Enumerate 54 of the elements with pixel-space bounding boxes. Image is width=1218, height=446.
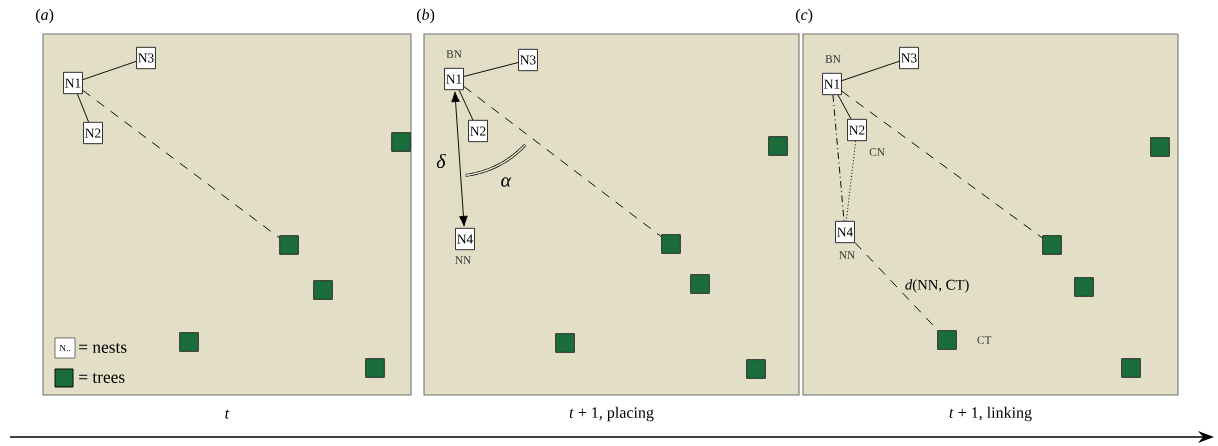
connector-line bbox=[76, 93, 90, 123]
connector-line bbox=[832, 94, 845, 222]
tree-square bbox=[690, 274, 710, 294]
panel-label: t + 1, linking bbox=[949, 406, 1032, 422]
legend-text: = trees bbox=[79, 373, 125, 383]
nest-box: N1 bbox=[822, 72, 842, 96]
node-tag: NN bbox=[839, 251, 855, 259]
connector-line bbox=[463, 86, 662, 238]
nest-box: N4 bbox=[835, 220, 855, 244]
nest-box: N1 bbox=[63, 71, 83, 95]
tree-square bbox=[1042, 235, 1062, 255]
tree-square bbox=[179, 332, 199, 352]
tree-square bbox=[313, 280, 333, 300]
nest-box: N2 bbox=[468, 119, 488, 143]
panel-label: t + 1, placing bbox=[569, 406, 654, 422]
node-tag: CT bbox=[977, 336, 992, 344]
tree-square bbox=[391, 132, 411, 152]
connector-line bbox=[463, 62, 519, 77]
connector-line bbox=[854, 242, 939, 331]
nest-box: N1 bbox=[444, 67, 464, 91]
nest-box: N2 bbox=[83, 121, 103, 145]
legend-sample: N.. bbox=[54, 337, 76, 359]
tree-square bbox=[768, 136, 788, 156]
tree-square bbox=[555, 333, 575, 353]
connector-line bbox=[458, 89, 474, 121]
connector-line bbox=[845, 140, 857, 222]
tree-square bbox=[1121, 358, 1141, 378]
tree-square bbox=[279, 235, 299, 255]
nest-box: N2 bbox=[847, 118, 867, 142]
connector-line bbox=[82, 60, 137, 81]
nest-box: N3 bbox=[518, 48, 538, 72]
node-tag: BN bbox=[446, 50, 462, 58]
tree-square bbox=[365, 358, 385, 378]
angle-symbol: α bbox=[501, 177, 512, 187]
panel-label: t bbox=[225, 409, 230, 419]
panel-label: (b) bbox=[417, 8, 435, 24]
node-tag: BN bbox=[825, 55, 841, 63]
node-tag: NN bbox=[455, 256, 471, 264]
connector-line bbox=[841, 60, 900, 82]
tree-square bbox=[661, 234, 681, 254]
arrow bbox=[451, 91, 468, 227]
nest-box: N3 bbox=[899, 46, 919, 70]
tree-square bbox=[1074, 277, 1094, 297]
nest-box: N3 bbox=[136, 46, 156, 70]
node-tag: CN bbox=[869, 148, 885, 156]
angle-symbol: δ bbox=[436, 153, 446, 169]
legend-text: = nests bbox=[79, 343, 127, 353]
nest-box: N4 bbox=[455, 227, 475, 251]
tree-square bbox=[746, 359, 766, 379]
panel-label: (a) bbox=[36, 8, 54, 24]
connector-line bbox=[837, 94, 852, 120]
panel-label: (c) bbox=[796, 8, 813, 24]
tree-square bbox=[1150, 137, 1170, 157]
connector-line bbox=[841, 90, 1043, 239]
